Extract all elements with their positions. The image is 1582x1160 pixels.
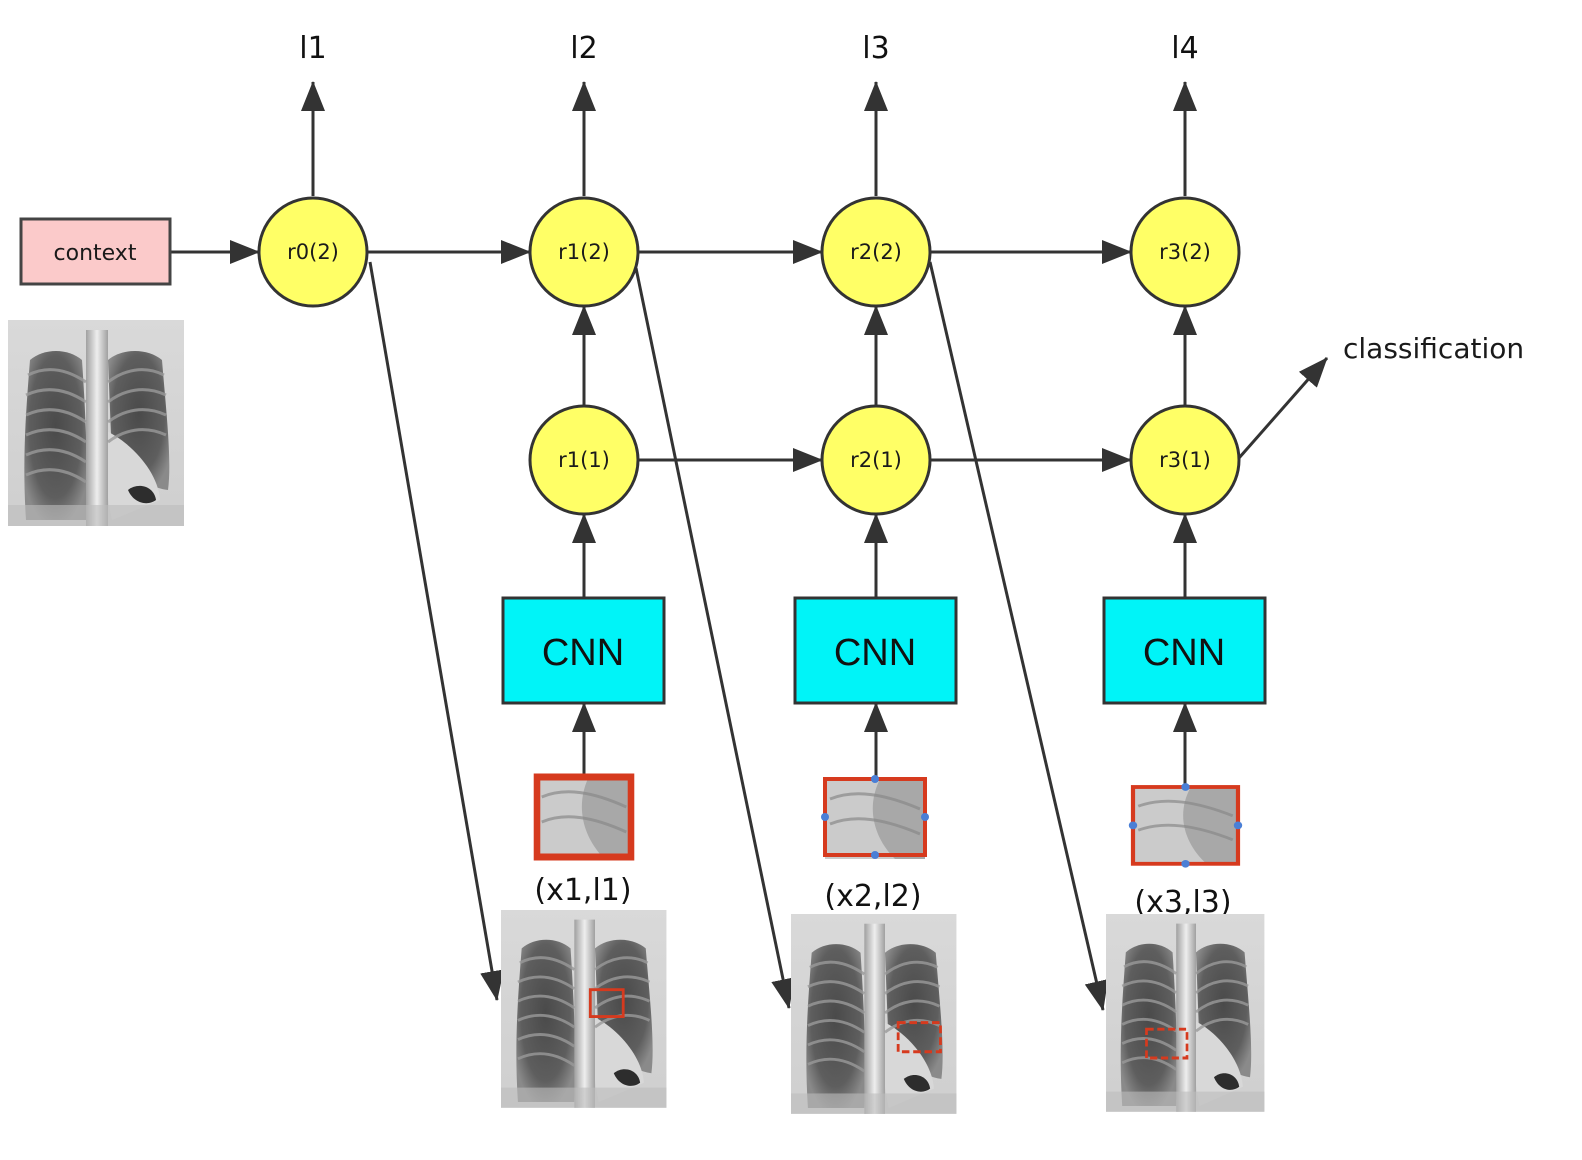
- node-r2-1: r2(1): [820, 404, 932, 516]
- edge-r1-to-glimpse2: [634, 267, 795, 1009]
- glimpse-patch-2: [821, 775, 929, 861]
- edge-r3b-to-classification: [1237, 357, 1329, 459]
- node-label: r1(2): [558, 240, 610, 264]
- handle-icon: [921, 813, 929, 821]
- node-label: r2(2): [850, 240, 902, 264]
- handle-icon: [1181, 783, 1190, 791]
- node-r3-1: r3(1): [1129, 404, 1241, 516]
- output-label-l2: l2: [570, 31, 597, 66]
- context-box: context: [19, 217, 172, 286]
- node-r1-2: r1(2): [528, 196, 640, 308]
- cnn-label: CNN: [834, 632, 916, 674]
- node-r0-2: r0(2): [257, 196, 369, 308]
- node-label: r0(2): [287, 240, 339, 264]
- glimpse-label-2: (x2,l2): [824, 879, 921, 914]
- node-r1-1: r1(1): [528, 404, 640, 516]
- cnn-box-2: CNN: [793, 596, 958, 705]
- node-r3-2: r3(2): [1129, 196, 1241, 308]
- node-r2-2: r2(2): [820, 196, 932, 308]
- cnn-box-1: CNN: [501, 596, 666, 705]
- context-xray-image: [6, 318, 186, 528]
- context-label: context: [54, 241, 137, 266]
- glimpse-label-1: (x1,l1): [534, 873, 631, 908]
- glimpse-xray-image-2: [789, 912, 958, 1116]
- glimpse-patch-3: [1128, 783, 1243, 868]
- handle-icon: [1181, 859, 1190, 868]
- edge-r2-to-glimpse3: [928, 261, 1109, 1011]
- node-label: r3(2): [1159, 240, 1211, 264]
- node-label: r1(1): [558, 448, 610, 472]
- classification-label: classification: [1343, 332, 1524, 365]
- output-label-l3: l3: [862, 31, 889, 66]
- handle-icon: [1128, 821, 1138, 830]
- output-label-l4: l4: [1171, 31, 1198, 66]
- cnn-label: CNN: [542, 632, 624, 674]
- handle-icon: [871, 851, 879, 859]
- handle-icon: [1233, 821, 1243, 830]
- glimpse-xray-image-1: [499, 908, 668, 1110]
- cnn-box-3: CNN: [1102, 596, 1267, 705]
- edges: [170, 81, 1329, 1011]
- cnn-label: CNN: [1143, 632, 1225, 674]
- output-label-l1: l1: [299, 31, 326, 66]
- glimpse-xray-image-3: [1104, 912, 1266, 1114]
- node-label: r3(1): [1159, 448, 1211, 472]
- handle-icon: [821, 813, 829, 821]
- glimpse-patch-1: [533, 773, 635, 861]
- edge-r0-to-glimpse1: [368, 261, 504, 1001]
- node-label: r2(1): [850, 448, 902, 472]
- handle-icon: [871, 775, 879, 783]
